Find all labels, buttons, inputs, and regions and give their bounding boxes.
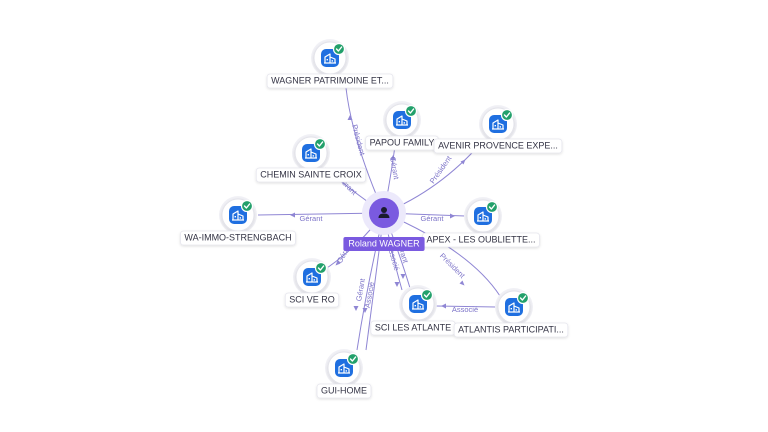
company-node-sci-ve-ro[interactable]: SCI VE RO — [284, 258, 340, 308]
edge-arrow — [362, 308, 368, 313]
building-icon — [409, 295, 427, 313]
edge-atlantis: Associé — [435, 303, 497, 314]
building-icon — [302, 144, 320, 162]
node-label: SCI VE RO — [284, 292, 340, 308]
building-icon — [335, 359, 353, 377]
edge-arrow — [335, 260, 341, 266]
edge-label: Associé — [452, 305, 478, 314]
node-label: SCI LES ATLANTE — [370, 320, 456, 336]
verified-check-icon — [313, 137, 327, 151]
center-label: Roland WAGNER — [343, 237, 425, 251]
center-label-text: Roland WAGNER — [348, 238, 420, 248]
building-icon — [393, 111, 411, 129]
edge-arrow — [441, 303, 446, 309]
node-label-text: WAGNER PATRIMOINE ET... — [271, 75, 389, 85]
edge-arrow — [400, 274, 406, 279]
edge-label: Gérant — [421, 214, 445, 223]
edge-arrow — [450, 213, 455, 219]
verified-check-icon — [404, 104, 418, 118]
edge-arrow — [353, 306, 359, 311]
verified-check-icon — [500, 108, 514, 122]
node-label: PAPOU FAMILY — [365, 135, 439, 151]
verified-check-icon — [332, 42, 346, 56]
company-node-apex[interactable]: APEX - LES OUBLIETTE... — [422, 197, 540, 248]
edge-label: Gérant — [388, 156, 401, 181]
edge-label: Président — [438, 251, 467, 280]
node-label-text: AVENIR PROVENCE EXPE... — [438, 140, 558, 150]
verified-check-icon — [485, 200, 499, 214]
company-node-gui-home[interactable]: GUI-HOME — [316, 349, 372, 399]
company-node-sci-les-atlante[interactable]: SCI LES ATLANTE — [370, 285, 456, 336]
person-icon — [378, 207, 390, 218]
edge-label: Associé — [363, 281, 376, 308]
building-icon — [474, 207, 492, 225]
node-label-text: CHEMIN SAINTE CROIX — [260, 169, 362, 179]
edge-arrow — [347, 115, 353, 120]
edge-arrow — [290, 212, 295, 218]
node-label-text: SCI VE RO — [289, 294, 335, 304]
company-node-wagner-patrimoine[interactable]: WAGNER PATRIMOINE ET... — [266, 39, 394, 89]
node-label-text: ATLANTIS PARTICIPATI... — [458, 324, 564, 334]
center-node[interactable]: Roland WAGNER — [343, 191, 425, 251]
company-node-avenir-provence[interactable]: AVENIR PROVENCE EXPE... — [433, 105, 563, 154]
verified-check-icon — [516, 291, 530, 305]
company-node-atlantis[interactable]: ATLANTIS PARTICIPATI... — [453, 288, 569, 338]
edge-arrow — [394, 282, 400, 287]
node-label-text: PAPOU FAMILY — [370, 137, 435, 147]
building-icon — [505, 298, 523, 316]
company-node-wa-immo[interactable]: WA-IMMO-STRENGBACH — [180, 196, 296, 246]
building-icon — [489, 115, 507, 133]
node-label: AVENIR PROVENCE EXPE... — [433, 138, 563, 154]
node-label-text: WA-IMMO-STRENGBACH — [184, 232, 291, 242]
node-label: ATLANTIS PARTICIPATI... — [453, 322, 569, 338]
node-label: WAGNER PATRIMOINE ET... — [266, 73, 394, 89]
company-node-papou-family[interactable]: PAPOU FAMILY — [365, 101, 439, 151]
node-label: WA-IMMO-STRENGBACH — [180, 230, 296, 246]
edge-arrow — [460, 159, 466, 165]
node-label-text: APEX - LES OUBLIETTE... — [426, 234, 535, 244]
building-icon — [303, 268, 321, 286]
company-node-chemin-sainte-croix[interactable]: CHEMIN SAINTE CROIX — [255, 134, 367, 183]
verified-check-icon — [346, 352, 360, 366]
node-label-text: GUI-HOME — [321, 385, 367, 395]
node-label: GUI-HOME — [316, 383, 372, 399]
building-icon — [229, 206, 247, 224]
node-label: APEX - LES OUBLIETTE... — [422, 232, 540, 248]
node-label: CHEMIN SAINTE CROIX — [255, 167, 367, 183]
verified-check-icon — [420, 288, 434, 302]
edge-label: Président — [350, 123, 367, 157]
building-icon — [321, 49, 339, 67]
verified-check-icon — [240, 199, 254, 213]
node-label-text: SCI LES ATLANTE — [375, 322, 451, 332]
edge-arrow — [390, 155, 396, 160]
verified-check-icon — [314, 261, 328, 275]
edge-label: Gérant — [300, 214, 324, 223]
edge-arrow — [459, 280, 465, 286]
edge-label: Gérant — [354, 277, 367, 302]
